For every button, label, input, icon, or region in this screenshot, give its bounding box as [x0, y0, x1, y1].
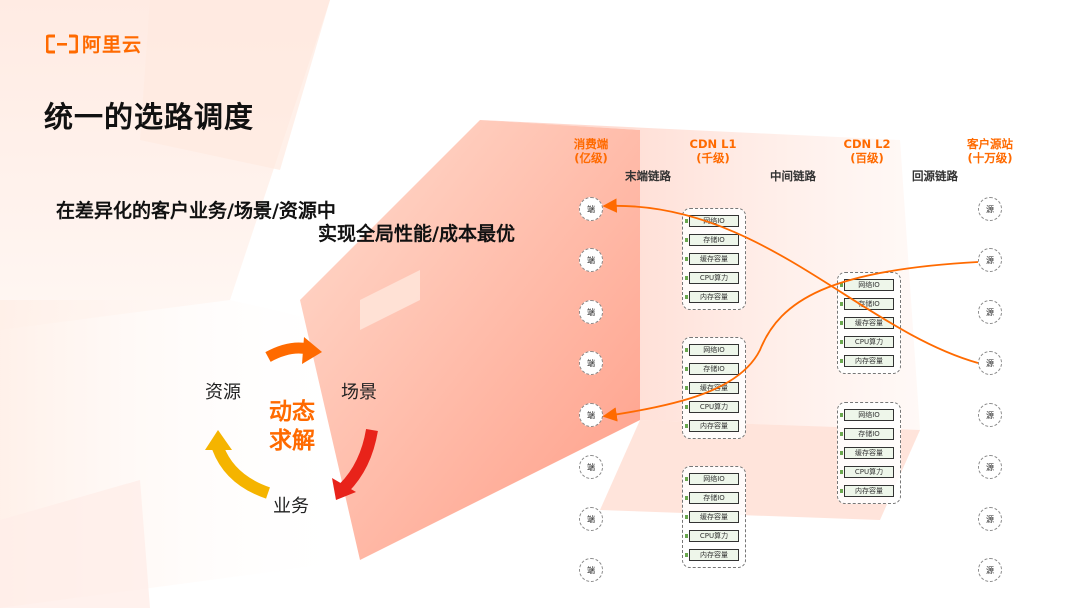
aliyun-logo: 阿里云: [46, 30, 142, 57]
cycle-center-line-2: 求解: [269, 428, 315, 454]
column-header-origin: 客户源站 (十万级): [950, 137, 1030, 165]
resource-storage-io: 存储IO: [840, 298, 894, 310]
resource-storage-io: 存储IO: [840, 428, 894, 440]
consumer-node: 端: [579, 558, 603, 582]
resource-storage-io: 存储IO: [685, 492, 739, 504]
cycle-center-label: 动态 求解: [269, 398, 315, 456]
column-l2-name: CDN L2: [843, 137, 891, 151]
aliyun-logo-icon: [46, 34, 78, 53]
business-to-resource-arrowhead: [205, 430, 232, 450]
column-consumer-name: 消费端: [573, 137, 609, 151]
origin-node: 源: [978, 403, 1002, 427]
page-title: 统一的选路调度: [44, 100, 255, 134]
business-to-resource-arrow: [212, 445, 271, 499]
cycle-business-label: 业务: [273, 496, 309, 517]
cdn-l1-node-group: 网络IO 存储IO 缓存容量 CPU算力 内存容量: [682, 337, 746, 439]
resource-memory-capacity: 内存容量: [685, 291, 739, 303]
column-l1-name: CDN L1: [689, 137, 737, 151]
subtitle-line-2: 实现全局性能/成本最优: [318, 223, 515, 245]
link-label-back-to-origin: 回源链路: [912, 169, 958, 183]
resource-cache-capacity: 缓存容量: [685, 253, 739, 265]
column-header-consumer: 消费端 (亿级): [551, 137, 631, 165]
resource-to-scene-arrowhead: [302, 337, 322, 364]
resource-network-io: 网络IO: [840, 409, 894, 421]
cdn-l2-node-group: 网络IO 存储IO 缓存容量 CPU算力 内存容量: [837, 272, 901, 374]
link-label-middle: 中间链路: [770, 169, 816, 183]
resource-memory-capacity: 内存容量: [685, 549, 739, 561]
scene-to-business-arrow: [339, 428, 378, 493]
resource-network-io: 网络IO: [840, 279, 894, 291]
consumer-node: 端: [579, 248, 603, 272]
origin-node: 源: [978, 351, 1002, 375]
consumer-node: 端: [579, 403, 603, 427]
resource-network-io: 网络IO: [685, 215, 739, 227]
cdn-l1-node-group: 网络IO 存储IO 缓存容量 CPU算力 内存容量: [682, 466, 746, 568]
consumer-node: 端: [579, 351, 603, 375]
link-label-last-mile: 末端链路: [625, 169, 671, 183]
cycle-scene-label: 场景: [341, 382, 377, 403]
cdn-l2-node-group: 网络IO 存储IO 缓存容量 CPU算力 内存容量: [837, 402, 901, 504]
consumer-node: 端: [579, 300, 603, 324]
cdn-l1-node-group: 网络IO 存储IO 缓存容量 CPU算力 内存容量: [682, 208, 746, 310]
cycle-resource-label: 资源: [205, 382, 241, 403]
scene-to-business-arrowhead: [332, 478, 356, 500]
consumer-node: 端: [579, 507, 603, 531]
resource-cpu-power: CPU算力: [685, 272, 739, 284]
resource-cache-capacity: 缓存容量: [840, 447, 894, 459]
consumer-node: 端: [579, 197, 603, 221]
resource-network-io: 网络IO: [685, 473, 739, 485]
origin-node: 源: [978, 558, 1002, 582]
origin-node: 源: [978, 507, 1002, 531]
resource-memory-capacity: 内存容量: [685, 420, 739, 432]
cycle-center-line-1: 动态: [269, 399, 315, 425]
resource-memory-capacity: 内存容量: [840, 355, 894, 367]
column-consumer-scale: (亿级): [574, 151, 608, 165]
resource-memory-capacity: 内存容量: [840, 485, 894, 497]
resource-network-io: 网络IO: [685, 344, 739, 356]
origin-node: 源: [978, 455, 1002, 479]
column-header-l1: CDN L1 (千级): [673, 137, 753, 165]
column-l1-scale: (千级): [696, 151, 730, 165]
resource-storage-io: 存储IO: [685, 234, 739, 246]
origin-node: 源: [978, 300, 1002, 324]
subtitle-line-1: 在差异化的客户业务/场景/资源中: [56, 200, 336, 222]
resource-storage-io: 存储IO: [685, 363, 739, 375]
column-origin-scale: (十万级): [967, 151, 1013, 165]
resource-cache-capacity: 缓存容量: [685, 511, 739, 523]
column-header-l2: CDN L2 (百级): [827, 137, 907, 165]
origin-node: 源: [978, 197, 1002, 221]
origin-node: 源: [978, 248, 1002, 272]
logo-text: 阿里云: [82, 34, 143, 56]
resource-cache-capacity: 缓存容量: [840, 317, 894, 329]
resource-cpu-power: CPU算力: [840, 466, 894, 478]
resource-cpu-power: CPU算力: [840, 336, 894, 348]
column-origin-name: 客户源站: [967, 137, 1013, 151]
resource-cache-capacity: 缓存容量: [685, 382, 739, 394]
resource-cpu-power: CPU算力: [685, 401, 739, 413]
resource-cpu-power: CPU算力: [685, 530, 739, 542]
column-l2-scale: (百级): [850, 151, 884, 165]
consumer-node: 端: [579, 455, 603, 479]
resource-to-scene-arrow: [265, 342, 310, 362]
